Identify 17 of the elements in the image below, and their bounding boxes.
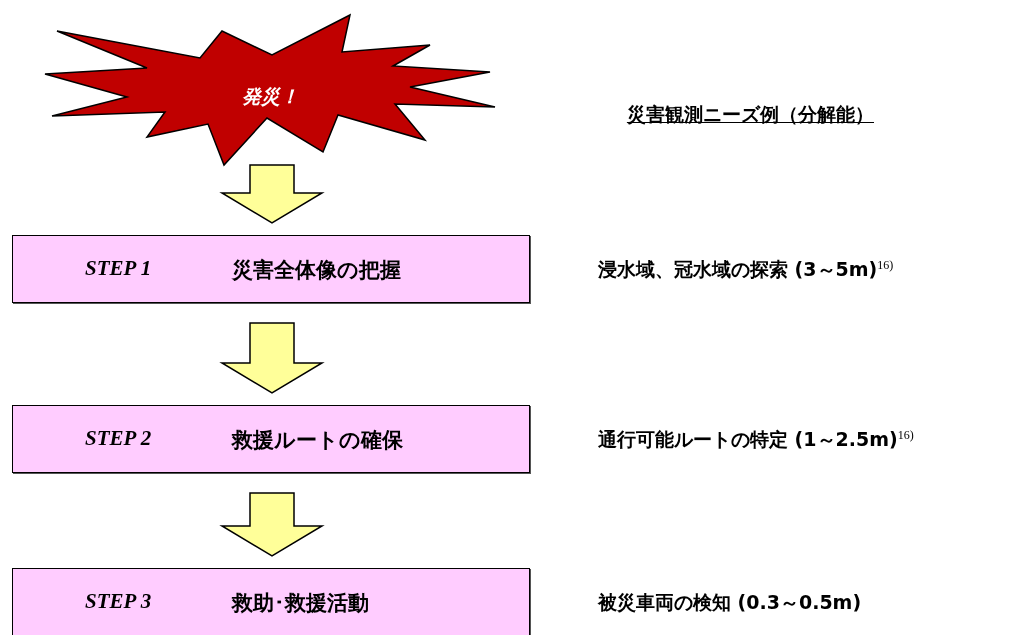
step-title: 救援ルートの確保 (232, 427, 403, 454)
block-arrow (219, 492, 325, 557)
observation-need: 浸水域、冠水域の探索 (3～5m)$^{16)}$ (598, 257, 894, 282)
observation-need: 被災車両の検知 (0.3～0.5m) (598, 590, 862, 615)
step-label: STEP 2 (85, 426, 152, 451)
event-label: 発災！ (242, 84, 299, 109)
step-title: 救助･救援活動 (232, 590, 369, 617)
observation-need: 通行可能ルートの特定 (1～2.5m)$^{16)}$ (598, 427, 914, 452)
block-arrow (219, 164, 325, 224)
step-label: STEP 3 (85, 589, 152, 614)
step-box (12, 405, 530, 473)
block-arrow (219, 322, 325, 394)
step-box (12, 568, 530, 635)
step-label: STEP 1 (85, 256, 152, 281)
step-title: 災害全体像の把握 (232, 257, 401, 284)
column-heading: 災害観測ニーズ例（分解能） (627, 102, 874, 127)
step-box (12, 235, 530, 303)
